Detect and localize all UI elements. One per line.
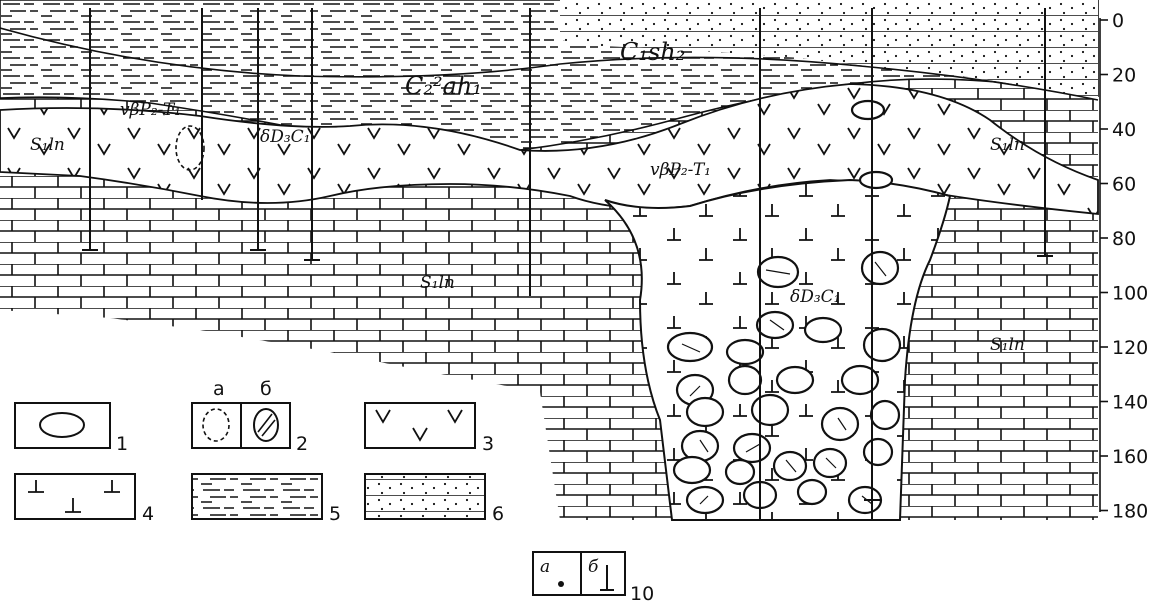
- depth-label: 180: [1112, 501, 1148, 523]
- depth-scale: 0 20 40 60 80 100 120 140 160 180: [1100, 10, 1148, 523]
- legend-sub-b: б: [260, 378, 272, 400]
- depth-label: 100: [1112, 283, 1148, 305]
- legend-num-10: 10: [630, 583, 654, 605]
- depth-label: 80: [1112, 228, 1136, 250]
- legend: 1 а б 2 3 4 5 6 а б 10: [14, 378, 654, 605]
- label-d3c1-pipe: δD₃C₁: [790, 287, 841, 307]
- legend-box-10: [532, 551, 626, 596]
- label-s1ln-pipe-right: S₁ln: [990, 335, 1025, 355]
- label-d3c1-top: δD₃C₁: [260, 127, 311, 147]
- label-s1ln-left: S₁ln: [30, 135, 65, 155]
- legend-sub-a: а: [213, 378, 225, 400]
- label-s1ln-bottom: S₁ln: [420, 273, 455, 293]
- oval-icon: [39, 412, 85, 438]
- legend-10-sub-a: а: [540, 557, 550, 577]
- depth-label: 160: [1112, 446, 1148, 468]
- depth-label: 20: [1112, 65, 1136, 87]
- xenolith-b-icon: [253, 408, 279, 442]
- legend-box-5: [191, 473, 323, 520]
- v-marks-icon: [375, 409, 463, 442]
- depth-label: 140: [1112, 392, 1148, 414]
- legend-box-6: [364, 473, 486, 520]
- well-tick-icon: [600, 565, 614, 591]
- label-c2ah: C₂²ah₁: [405, 72, 482, 100]
- legend-num-1: 1: [116, 433, 128, 455]
- xenolith-outline: [175, 125, 205, 171]
- depth-label: 120: [1112, 337, 1148, 359]
- legend-num-6: 6: [492, 503, 504, 525]
- label-vbp-top: vβP₂-T₁: [120, 100, 181, 120]
- legend-num-3: 3: [482, 433, 494, 455]
- xenolith-a-icon: [202, 408, 230, 442]
- legend-num-4: 4: [142, 503, 154, 525]
- label-s1ln-right: S₁ln: [990, 135, 1025, 155]
- well-dot-icon: [558, 581, 564, 587]
- upper-boundary-line: [0, 27, 1099, 101]
- label-c1sh: C₁sh₂: [620, 38, 685, 66]
- legend-box-1: [14, 402, 111, 449]
- sand-layer: [560, 0, 1098, 100]
- label-vbp-mid: vβP₂-T₁: [650, 160, 711, 180]
- boreholes: [82, 8, 1053, 520]
- t-marks-icon: [28, 480, 120, 513]
- depth-label: 60: [1112, 174, 1136, 196]
- depth-label: 40: [1112, 119, 1136, 141]
- depth-label: 0: [1112, 10, 1124, 32]
- legend-num-5: 5: [329, 503, 341, 525]
- basalt-layer: [0, 83, 1099, 215]
- legend-num-2: 2: [296, 433, 308, 455]
- legend-10-sub-b: б: [588, 557, 599, 577]
